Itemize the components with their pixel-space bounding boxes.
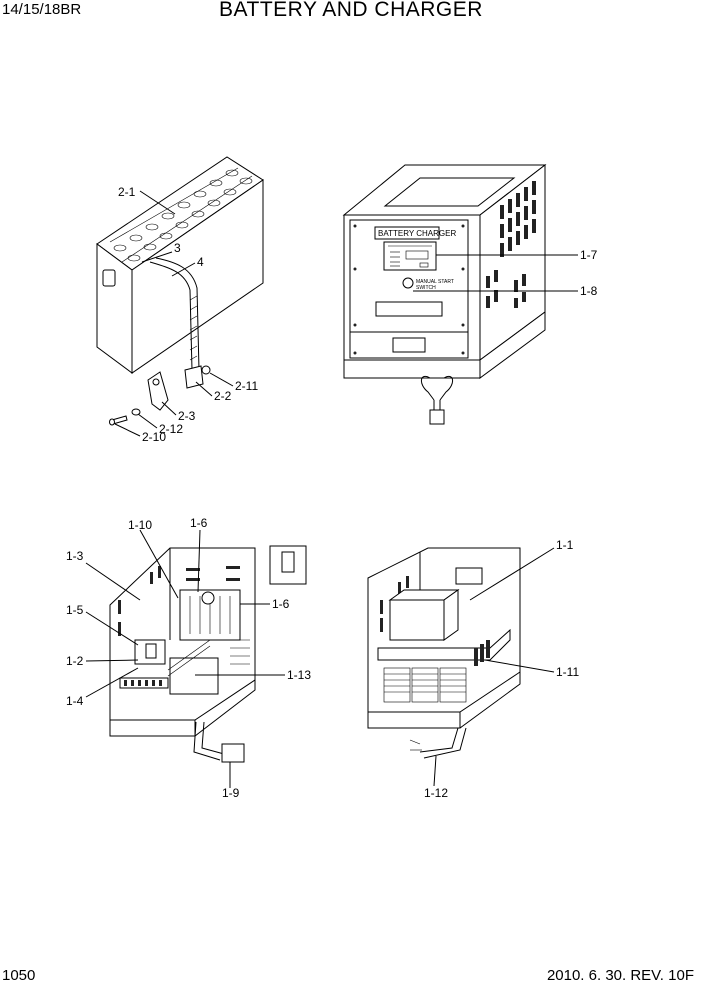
callout-label: 1-6 bbox=[272, 597, 290, 611]
switch-label-line2: SWITCH bbox=[416, 285, 436, 291]
callout-label: 4 bbox=[197, 255, 204, 269]
callout-label: 1-1 bbox=[556, 538, 574, 552]
callout-label: 2-11 bbox=[235, 379, 258, 393]
callout-label: 1-11 bbox=[556, 665, 579, 679]
charger-interior-left-illustration bbox=[109, 545, 307, 763]
charger-interior-right-illustration bbox=[367, 547, 521, 759]
callout-label: 1-10 bbox=[128, 518, 152, 532]
charger-front-callouts: 1-7 1-8 bbox=[413, 248, 598, 298]
callout-label: 2-12 bbox=[159, 422, 183, 436]
callout-label: 3 bbox=[174, 241, 181, 255]
callout-label: 2-1 bbox=[118, 185, 136, 199]
callout-label: 1-13 bbox=[287, 668, 311, 682]
callout-label: 1-6 bbox=[190, 516, 208, 530]
battery-callouts: 2-1 3 4 2-11 2-2 2-3 2-12 2-10 bbox=[114, 185, 258, 444]
charger-interior-left-callouts: 1-10 1-6 1-3 1-6 1-5 1-2 1-13 1-4 1-9 bbox=[66, 516, 311, 800]
switch-label-line1: MANUAL START bbox=[416, 279, 454, 285]
callout-label: 1-12 bbox=[424, 786, 448, 800]
callout-label: 2-3 bbox=[178, 409, 196, 423]
page-title: BATTERY AND CHARGER bbox=[219, 0, 483, 21]
callout-label: 1-9 bbox=[222, 786, 240, 800]
callout-label: 1-5 bbox=[66, 603, 84, 617]
charger-label: BATTERY CHARGER bbox=[378, 229, 456, 238]
callout-label: 1-8 bbox=[580, 284, 598, 298]
callout-label: 1-2 bbox=[66, 654, 84, 668]
charger-interior-right-callouts: 1-1 1-11 1-12 bbox=[424, 538, 579, 800]
model-code: 14/15/18BR bbox=[2, 1, 82, 18]
callout-label: 1-3 bbox=[66, 549, 84, 563]
callout-label: 1-4 bbox=[66, 694, 84, 708]
callout-label: 2-2 bbox=[214, 389, 232, 403]
charger-front-illustration: BATTERY CHARGER MANUAL START SWITCH bbox=[342, 163, 547, 425]
revision-date: 2010. 6. 30. REV. 10F bbox=[546, 967, 694, 984]
callout-label: 1-7 bbox=[580, 248, 598, 262]
callout-label: 2-10 bbox=[142, 430, 166, 444]
page-number: 1050 bbox=[2, 967, 36, 984]
battery-illustration bbox=[96, 156, 264, 426]
